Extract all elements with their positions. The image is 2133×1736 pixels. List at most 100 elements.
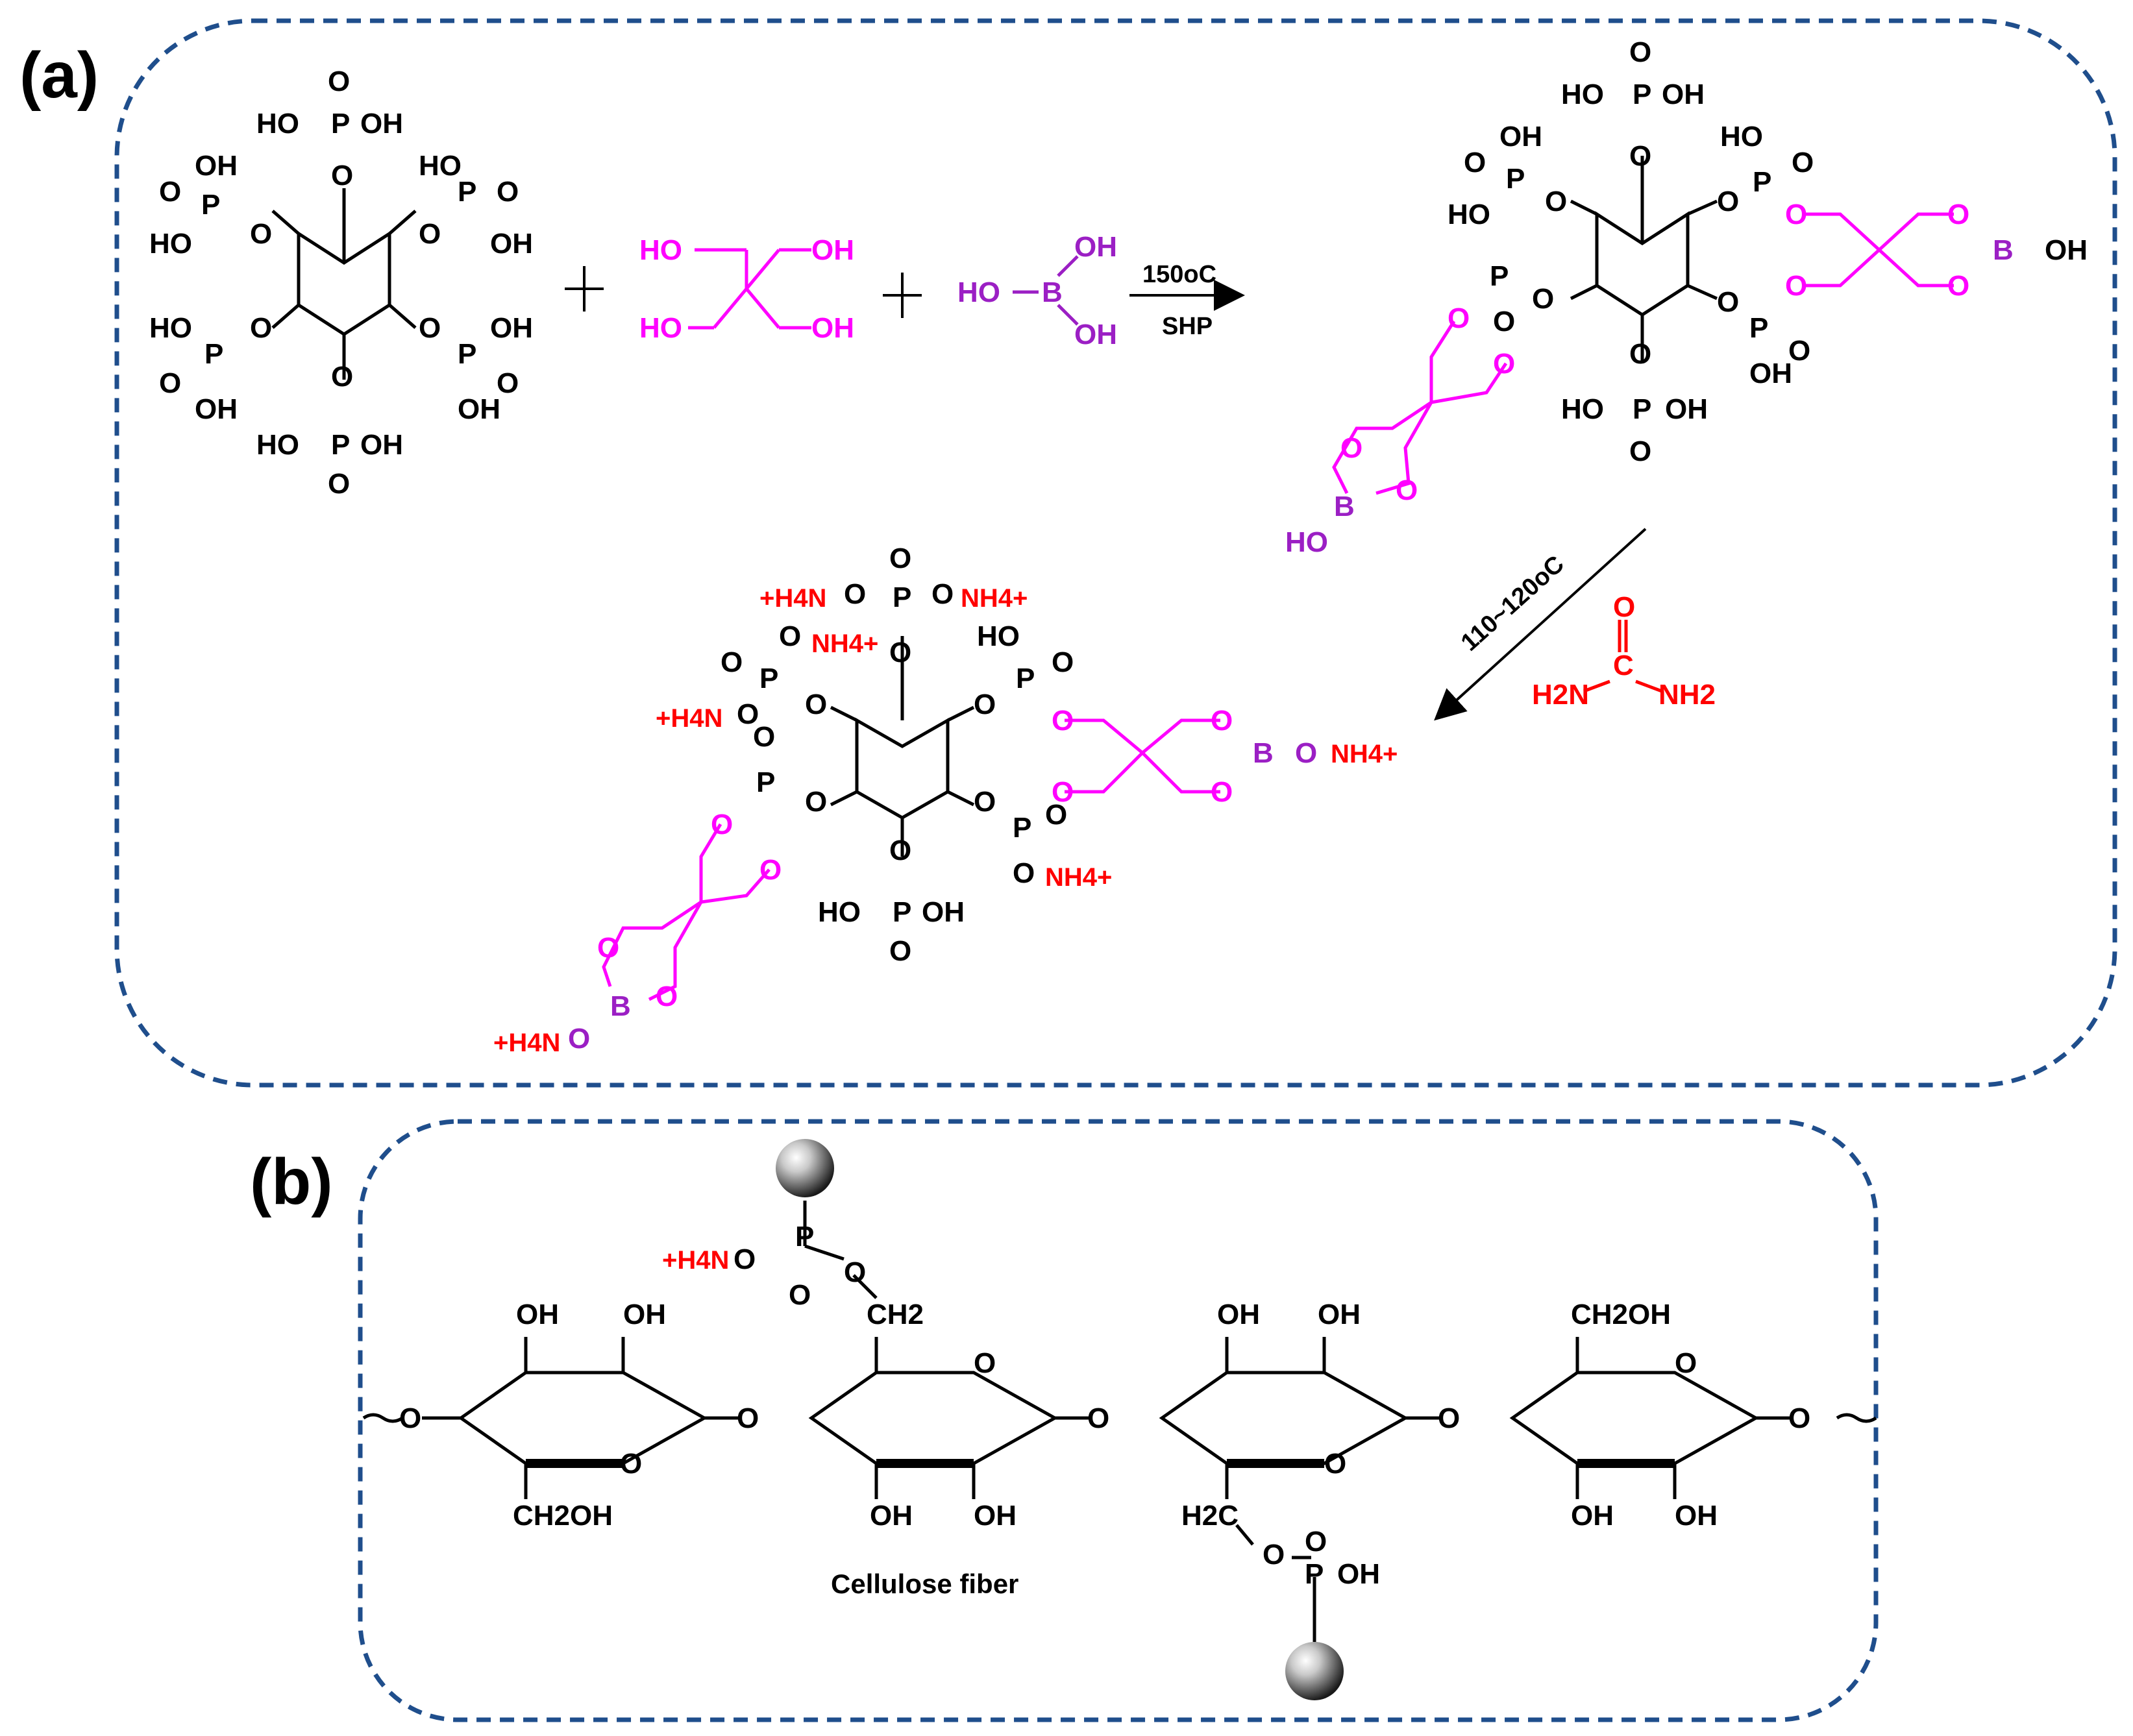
svg-text:B: B	[1993, 234, 2014, 266]
svg-text:OH: OH	[922, 896, 965, 928]
svg-text:O: O	[1340, 432, 1362, 464]
svg-text:HO: HO	[639, 234, 682, 266]
svg-text:O: O	[620, 1448, 642, 1480]
svg-text:OH: OH	[2045, 234, 2088, 266]
svg-text:OH: OH	[1499, 121, 1542, 153]
svg-text:P: P	[1506, 163, 1525, 195]
svg-text:O: O	[844, 578, 866, 610]
plus-sign-2	[883, 273, 922, 318]
svg-text:P: P	[1016, 663, 1035, 694]
svg-text:P: P	[1749, 312, 1768, 344]
svg-text:OH: OH	[1662, 79, 1705, 110]
svg-text:O: O	[844, 1256, 866, 1288]
svg-text:O: O	[1947, 199, 1969, 230]
svg-text:O: O	[1052, 776, 1074, 808]
svg-text:HO: HO	[1448, 199, 1490, 230]
svg-text:O: O	[974, 689, 996, 720]
svg-text:P: P	[1490, 260, 1509, 292]
svg-text:+H4N: +H4N	[493, 1029, 560, 1057]
svg-text:P: P	[756, 766, 775, 798]
svg-text:O: O	[889, 835, 911, 866]
svg-text:O: O	[1438, 1402, 1460, 1434]
svg-text:P: P	[1633, 393, 1651, 425]
svg-text:O: O	[753, 721, 775, 753]
svg-text:OH: OH	[811, 312, 854, 344]
svg-text:O: O	[1211, 705, 1233, 737]
svg-text:NH4+: NH4+	[961, 584, 1028, 613]
svg-text:O: O	[1532, 283, 1554, 315]
svg-text:O: O	[399, 1402, 421, 1434]
svg-text:O: O	[734, 1243, 756, 1275]
svg-text:HO: HO	[256, 108, 299, 140]
svg-text:P: P	[331, 108, 350, 140]
svg-text:O: O	[721, 646, 743, 678]
panel-a-frame	[114, 18, 2117, 1088]
svg-text:O: O	[737, 1402, 759, 1434]
svg-text:O: O	[974, 786, 996, 818]
svg-text:HO: HO	[818, 896, 861, 928]
plus-sign-1	[565, 266, 604, 312]
svg-text:O: O	[779, 620, 801, 652]
svg-text:O: O	[419, 218, 441, 250]
svg-text:P: P	[201, 189, 220, 221]
svg-text:H2N: H2N	[1532, 679, 1589, 711]
svg-text:O: O	[1629, 36, 1651, 68]
svg-text:O: O	[1629, 435, 1651, 467]
svg-text:+H4N: +H4N	[656, 704, 722, 733]
svg-text:O: O	[1613, 591, 1635, 623]
svg-text:O: O	[1263, 1539, 1285, 1571]
svg-text:OH: OH	[490, 228, 533, 260]
svg-text:+H4N: +H4N	[759, 584, 826, 613]
step1-catalyst: SHP	[1162, 313, 1213, 340]
svg-text:P: P	[1013, 812, 1031, 844]
intermediate-product: O P HO OH O OH O P HO O HO P O O O O P O…	[1285, 36, 2088, 558]
svg-text:O: O	[331, 160, 353, 191]
svg-text:O: O	[1448, 302, 1470, 334]
svg-text:P: P	[759, 663, 778, 694]
svg-text:HO: HO	[1285, 526, 1328, 558]
svg-text:HO: HO	[977, 620, 1020, 652]
svg-text:O: O	[1305, 1526, 1327, 1558]
pentaerythritol-molecule: HO OH HO OH	[639, 234, 854, 344]
svg-text:OH: OH	[458, 393, 500, 425]
svg-text:O: O	[931, 578, 954, 610]
svg-text:HO: HO	[149, 228, 192, 260]
svg-text:O: O	[250, 218, 272, 250]
svg-text:HO: HO	[149, 312, 192, 344]
svg-text:O: O	[250, 312, 272, 344]
svg-text:O: O	[419, 312, 441, 344]
svg-text:B: B	[1334, 491, 1355, 522]
svg-text:HO: HO	[639, 312, 682, 344]
svg-text:O: O	[1396, 474, 1418, 506]
svg-text:P: P	[795, 1221, 814, 1253]
phytic-acid-labels: O P HO OH O OH O P HO O HO P O OH O HO P…	[149, 66, 533, 500]
boric-acid-molecule: HO B OH OH	[957, 231, 1117, 350]
svg-text:P: P	[1753, 166, 1771, 198]
svg-text:OH: OH	[623, 1299, 666, 1330]
svg-text:HO: HO	[1720, 121, 1763, 153]
svg-text:O: O	[1792, 147, 1814, 178]
svg-text:OH: OH	[490, 312, 533, 344]
panel-b-label: (b)	[250, 1145, 333, 1218]
svg-text:O: O	[331, 361, 353, 393]
svg-text:P: P	[331, 429, 350, 461]
svg-text:O: O	[1947, 270, 1969, 302]
phytate-ball-top	[776, 1139, 834, 1197]
svg-text:O: O	[1493, 348, 1515, 380]
svg-text:O: O	[759, 854, 782, 886]
svg-text:P: P	[204, 338, 223, 370]
svg-text:OH: OH	[360, 108, 403, 140]
svg-text:O: O	[789, 1279, 811, 1311]
svg-text:O: O	[737, 698, 759, 730]
svg-text:OH: OH	[1571, 1500, 1614, 1532]
svg-text:O: O	[1295, 737, 1317, 769]
svg-text:O: O	[1087, 1402, 1109, 1434]
cellulose-chain: O O O O O O O O O OH OH CH2OH OH OH OH O…	[362, 1139, 1877, 1700]
svg-text:OH: OH	[1665, 393, 1708, 425]
svg-text:P: P	[458, 338, 476, 370]
panel-a-label: (a)	[19, 39, 99, 112]
svg-text:O: O	[1675, 1347, 1697, 1379]
svg-text:OH: OH	[1074, 231, 1117, 263]
svg-text:HO: HO	[1561, 393, 1604, 425]
